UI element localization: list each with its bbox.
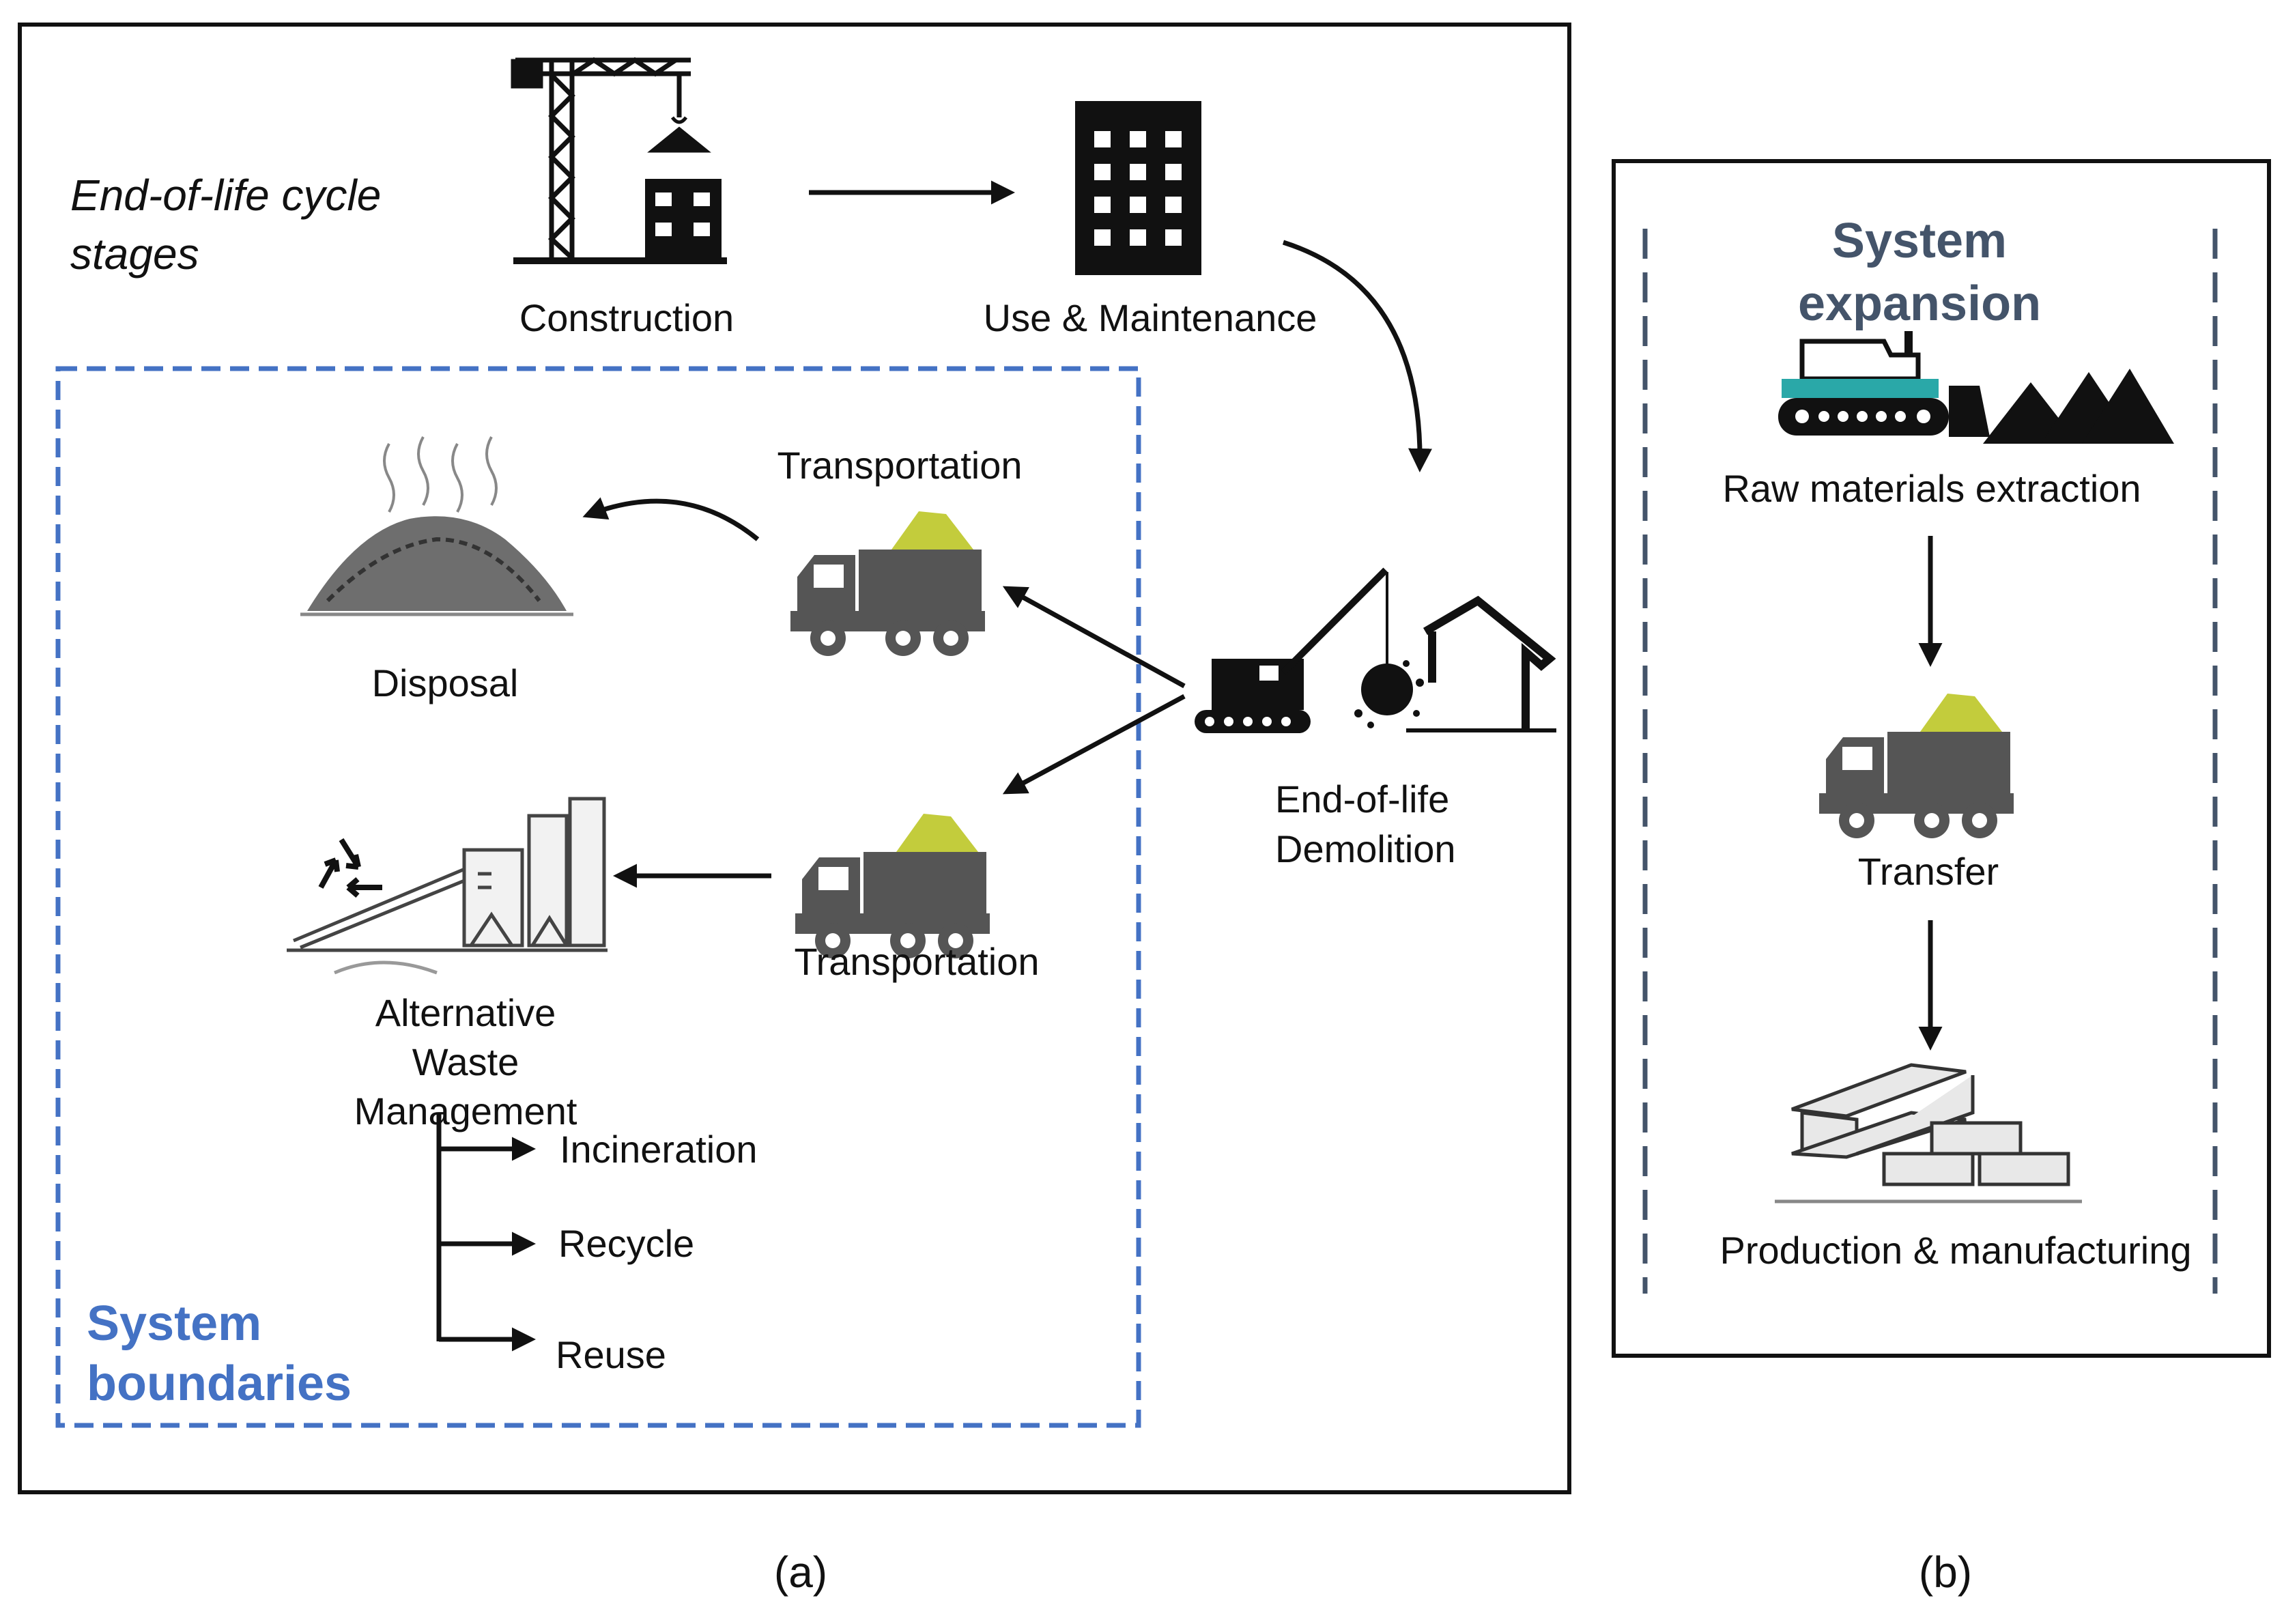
arrow-use-to-demolition <box>1282 240 1433 472</box>
awm-label-line3: Management <box>354 1089 577 1132</box>
system-expansion-line2: expansion <box>1797 276 2042 331</box>
truck-icon-top <box>790 511 985 656</box>
panel-a-frame <box>18 23 1571 1494</box>
steel-beam-icon <box>1775 1063 2082 1203</box>
truck-icon-transfer <box>1819 694 2014 838</box>
disposal-pile-icon <box>300 436 573 616</box>
system-boundaries-line1: System <box>87 1296 262 1351</box>
recycle-label: Recycle <box>558 1222 695 1265</box>
transfer-label: Transfer <box>1857 850 1999 893</box>
stages-title-line1: End-of-life cycle <box>70 171 382 220</box>
disposal-label: Disposal <box>371 661 519 704</box>
panel-b-frame <box>1612 159 2271 1358</box>
transportation-bottom-label: Transportation <box>794 940 1040 983</box>
building-icon <box>1075 101 1201 275</box>
demolition-icon <box>1195 567 1556 733</box>
mountain-icon <box>1983 369 2174 444</box>
incineration-label: Incineration <box>560 1128 758 1171</box>
production-label: Production & manufacturing <box>1719 1229 2192 1272</box>
recycling-plant-icon <box>287 797 608 975</box>
system-boundaries-line2: boundaries <box>87 1356 352 1411</box>
raw-materials-label: Raw materials extraction <box>1722 467 2141 510</box>
truck-icon-bottom <box>795 814 990 958</box>
bulldozer-icon <box>1778 331 1990 437</box>
flow-arrows <box>439 180 1943 1352</box>
construction-label: Construction <box>519 296 734 339</box>
use-maintenance-label: Use & Maintenance <box>983 296 1317 339</box>
stages-title-line2: stages <box>70 229 199 279</box>
arrow-demolition-to-truck-bottom <box>1002 694 1186 795</box>
caption-a: (a) <box>773 1548 828 1597</box>
awm-label-line1: Alternative <box>375 991 556 1034</box>
reuse-label: Reuse <box>556 1333 666 1376</box>
awm-label-line2: Waste <box>412 1040 519 1083</box>
demolition-label-line1: End-of-life <box>1275 778 1450 821</box>
transportation-top-label: Transportation <box>777 444 1023 487</box>
system-boundary-box <box>55 366 1141 1428</box>
arrow-demolition-to-truck-top <box>1002 586 1186 689</box>
arrow-truck-to-disposal <box>582 497 760 541</box>
system-expansion-line1: System <box>1831 214 2008 268</box>
recycle-icon <box>318 838 382 898</box>
demolition-label-line2: Demolition <box>1275 827 1456 870</box>
crane-icon <box>511 57 727 264</box>
caption-b: (b) <box>1918 1548 1973 1597</box>
